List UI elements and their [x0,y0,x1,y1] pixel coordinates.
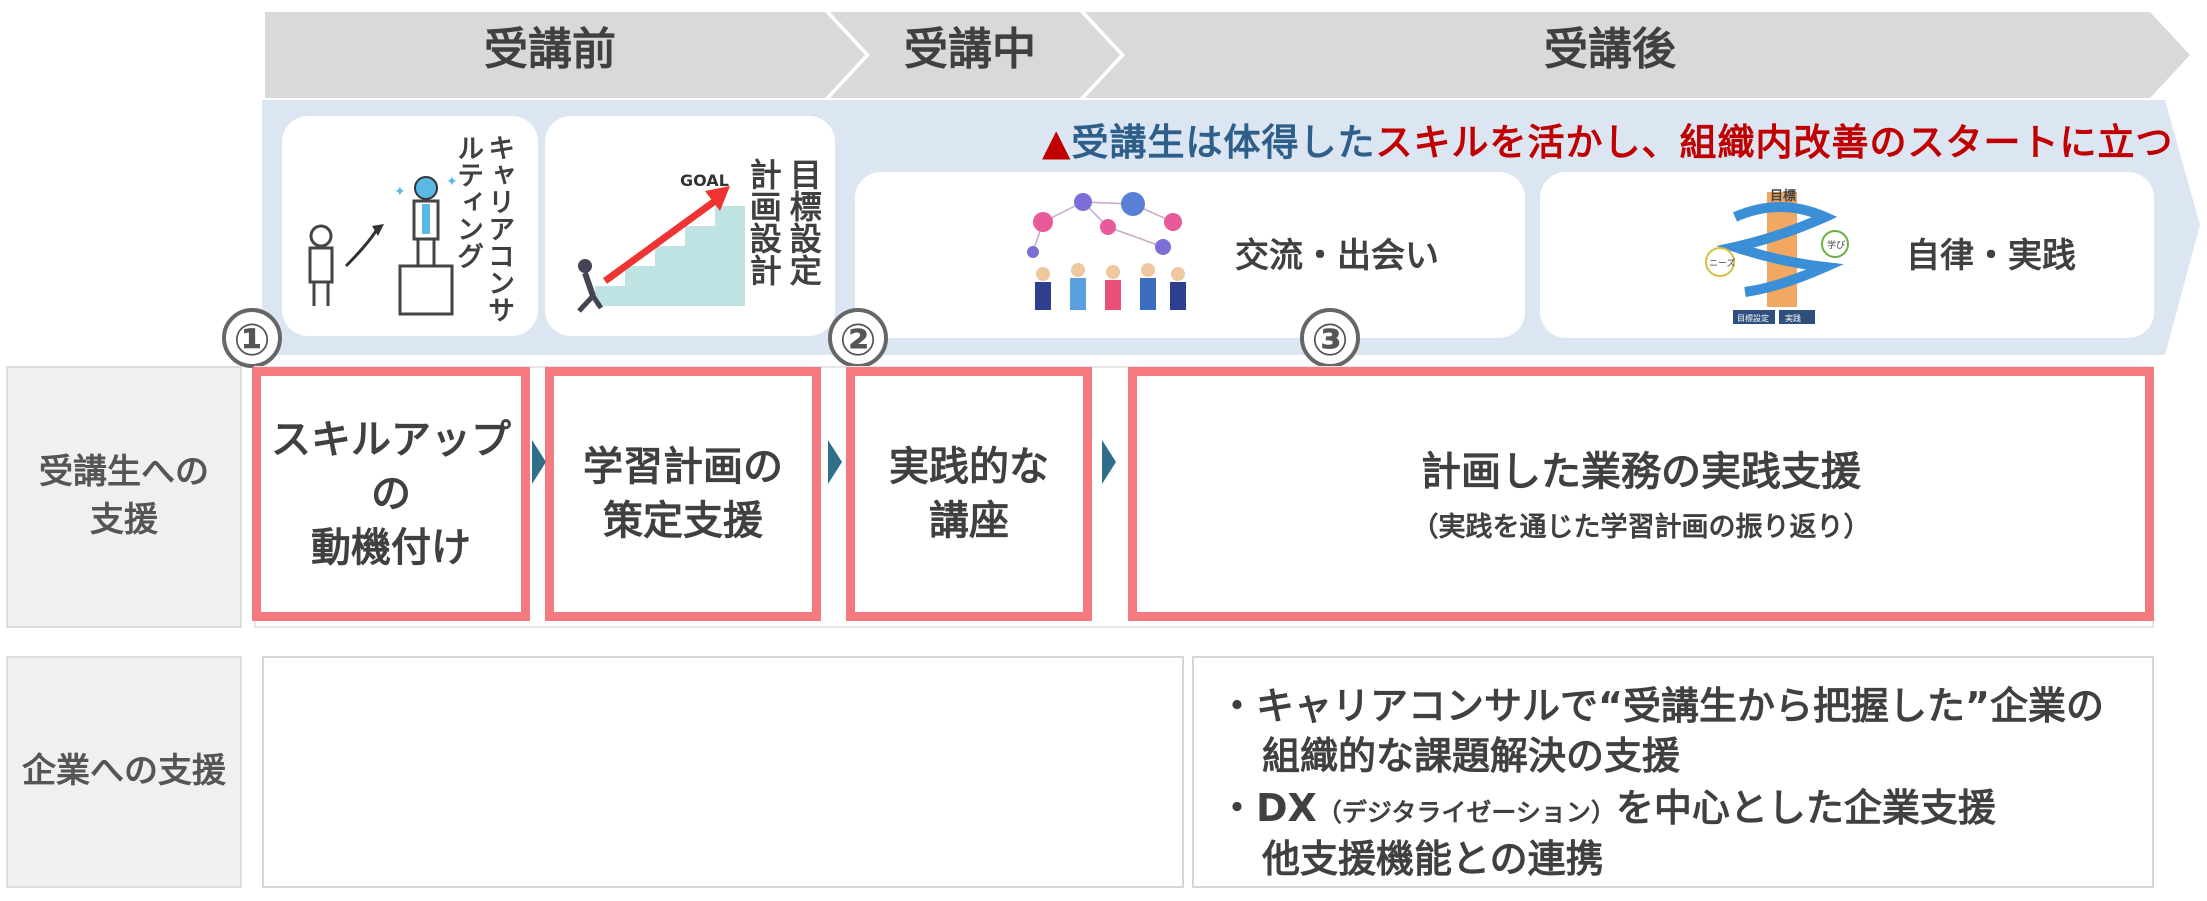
phase-chevron-after [1085,12,2190,98]
company-support-empty-box [262,656,1184,888]
plan-line1: 学習計画の [583,444,783,490]
autonomy-card: 目標 ニーズ 学び 目標設定 実践 自律・実践 [1540,172,2154,338]
career-consulting-illustration: ✦ ✦ [308,174,458,316]
company-bullet-2-cont: 他支援機能との連携 [1262,837,1604,881]
headline-part1: 受講生は体得した [1071,121,1376,164]
company-label: 企業への支援 [22,751,226,792]
phase-during-label: 受講中 [904,24,1036,75]
practical-course-box: 実践的な 講座 [846,367,1092,621]
bullet-mark-2: ・ [1218,786,1257,830]
career-consulting-label: キャリアコンサルティング [452,134,515,323]
company-bullet-1: ・キャリアコンサルで“受講生から把握した”企業の [1218,675,2104,730]
motivation-box: スキルアップの 動機付け [252,367,530,621]
exchange-label: 交流・出会い [1235,236,1439,276]
goal-setting-card: GOAL 目標設定 計画設計 [545,116,835,336]
exchange-illustration [1027,192,1186,310]
goal-setting-label: 目標設定 [784,158,823,286]
autonomy-label: 自律・実践 [1906,236,2076,276]
practice-support-box: 計画した業務の実践支援 （実践を通じた学習計画の振り返り） [1128,367,2154,621]
phase-before-label: 受講前 [484,24,616,75]
flow-arrow-1 [532,440,546,484]
spiral-bottom-left-label: 目標設定 [1737,313,1769,323]
exchange-card: 交流・出会い [855,172,1525,338]
career-consulting-card: ✦ ✦ キャリアコンサルティング [282,116,538,336]
motivation-line1: スキルアップの [271,417,511,517]
flow-arrow-3 [1102,440,1116,484]
svg-text:✦: ✦ [394,184,406,200]
step-2-badge: ② [828,308,888,368]
company-bullet-2: ・DX（デジタライゼーション）を中心とした企業支援 [1218,777,1996,832]
bullet-2-paren: （デジタライゼーション） [1316,798,1616,827]
svg-text:✦: ✦ [446,174,458,190]
spiral-left-label: ニーズ [1709,257,1736,269]
step-3-badge: ③ [1300,308,1360,368]
step-1-badge: ① [222,308,282,368]
student-support-row-label: 受講生への支援 [6,366,242,628]
company-bullet-1-cont: 組織的な課題解決の支援 [1262,734,1681,778]
goal-sign: GOAL [680,171,729,190]
plan-line2: 策定支援 [603,498,763,544]
course-line1: 実践的な [889,444,1049,490]
student-label-line1: 受講生への [39,452,209,493]
plan-design-label: 計画設計 [744,158,783,286]
student-label-line2: 支援 [90,500,158,540]
plan-support-box: 学習計画の 策定支援 [545,367,821,621]
phase-after-label: 受講後 [1544,24,1676,75]
bullet-2-prefix: DX [1256,786,1317,830]
course-line2: 講座 [929,498,1009,544]
company-support-content-box [1192,656,2154,888]
spiral-top-label: 目標 [1770,188,1796,204]
spiral-right-label: 学び [1827,239,1845,251]
motivation-line2: 動機付け [311,525,471,571]
flow-arrow-2 [828,440,842,484]
practice-title: 計画した業務の実践支援 [1421,448,1861,495]
phase-chevron-before [265,12,865,98]
bullet-1-line1: キャリアコンサルで“受講生から把握した”企業の [1256,684,2104,728]
headline-marker: ▲ [1042,121,1072,164]
bullet-mark-1: ・ [1218,684,1257,728]
goal-stairs-illustration: GOAL [577,171,745,313]
bullet-2-suffix: を中心とした企業支援 [1615,786,1996,830]
headline-part2: スキルを活かし、組織内改善のスタートに立つ [1375,121,2174,164]
headline: ▲受講生は体得したスキルを活かし、組織内改善のスタートに立つ [1042,112,2173,166]
autonomy-spiral-illustration: 目標 ニーズ 学び 目標設定 実践 [1705,188,1849,324]
phase-chevron-during [830,12,1120,98]
company-support-row-label: 企業への支援 [6,656,242,888]
spiral-bottom-right-label: 実践 [1785,313,1801,323]
practice-sub: （実践を通じた学習計画の振り返り） [1411,511,1871,543]
